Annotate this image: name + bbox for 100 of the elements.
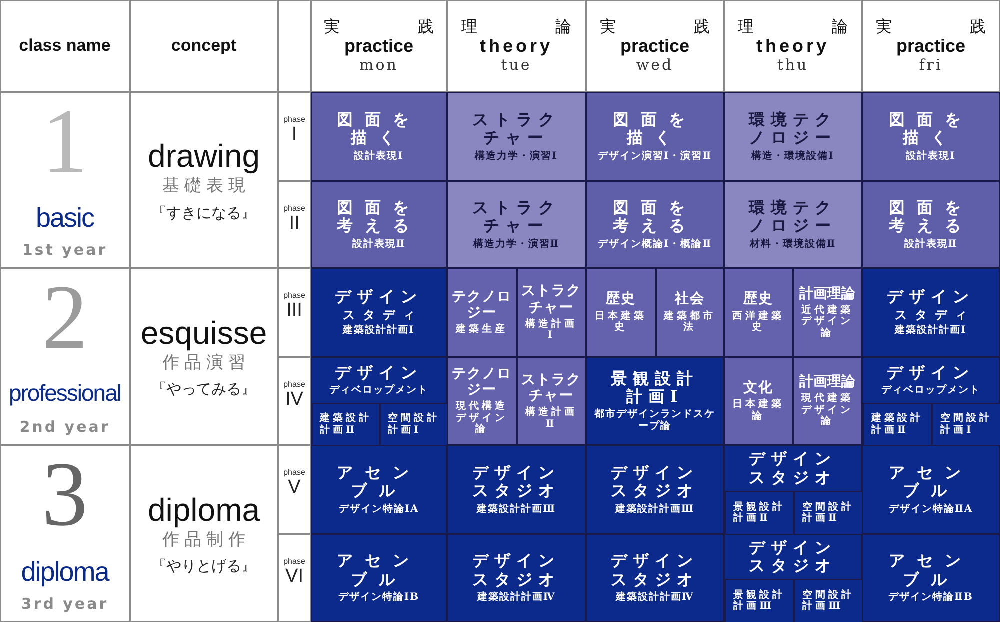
course-title: テクノロジー bbox=[451, 366, 513, 398]
concept-japanese: 作品演習 bbox=[162, 354, 250, 374]
course-subtitle: 現代建築デザイン論 bbox=[800, 393, 854, 428]
course-title: 文化 bbox=[742, 380, 774, 396]
course-title: 空間設計計画Ⅰ bbox=[940, 413, 992, 436]
course-title: 歴史 bbox=[605, 291, 637, 308]
phase-cell bbox=[278, 268, 311, 357]
course-cell bbox=[311, 445, 447, 534]
course-subtitle: 材料・環境設備Ⅱ bbox=[748, 238, 838, 250]
year-numeral: 2 bbox=[41, 271, 89, 363]
course-subtitle: 設計表現Ⅱ bbox=[351, 238, 407, 250]
course-subtitle: 建築設計計画Ⅳ bbox=[476, 592, 557, 604]
concept-motto: 『やってみる』 bbox=[152, 381, 256, 398]
year-numeral: 3 bbox=[41, 448, 89, 540]
course-subtitle: 建築設計計画Ⅳ bbox=[614, 592, 696, 604]
class-name: basic bbox=[34, 203, 96, 234]
course-subtitle: 構造計画Ⅰ bbox=[524, 318, 578, 342]
day-japanese: 理論 bbox=[462, 18, 572, 36]
course-title: ストラクチャー bbox=[472, 198, 562, 236]
concept-title: drawing bbox=[148, 138, 260, 175]
course-subtitle: デザイン特論ⅠB bbox=[337, 592, 421, 604]
phase-label: phase bbox=[284, 291, 306, 300]
phase-label: phase bbox=[284, 468, 306, 478]
course-cell bbox=[586, 92, 724, 181]
day-japanese: 理論 bbox=[738, 18, 848, 36]
phase-cell bbox=[278, 357, 311, 445]
course-title: ストラクチャー bbox=[520, 372, 582, 404]
course-cell bbox=[863, 403, 932, 446]
year-label: 1st year bbox=[21, 242, 109, 259]
course-subtitle: 構造力学・演習Ⅱ bbox=[472, 238, 561, 250]
day-header-cell bbox=[311, 0, 447, 92]
course-subtitle: 設計表現Ⅰ bbox=[352, 150, 405, 162]
course-title: 図面を描く bbox=[612, 110, 698, 148]
course-cell bbox=[312, 403, 380, 446]
year-numeral: 1 bbox=[41, 95, 89, 187]
course-title: アセンブル bbox=[336, 464, 422, 501]
course-cell bbox=[447, 445, 586, 534]
course-cell bbox=[311, 357, 447, 445]
course-subtitle: デザイン概論Ⅰ・概論Ⅱ bbox=[596, 238, 714, 250]
course-cell bbox=[725, 491, 794, 535]
course-title: アセンブル bbox=[888, 552, 974, 590]
course-subtitle: デザイン特論ⅡB bbox=[888, 592, 974, 604]
course-title: 環境テクノロジー bbox=[748, 198, 838, 236]
day-name: thu bbox=[777, 56, 809, 74]
course-cell bbox=[862, 268, 1000, 357]
course-cell bbox=[517, 357, 586, 445]
course-cell bbox=[517, 268, 586, 357]
day-header-cell bbox=[862, 0, 1000, 92]
course-subtitle: 建築設計計画Ⅰ bbox=[894, 325, 968, 337]
course-subtitle: 建築設計計画Ⅲ bbox=[476, 504, 558, 516]
course-cell bbox=[311, 92, 447, 181]
course-cell bbox=[794, 579, 863, 622]
course-cell bbox=[656, 268, 724, 357]
day-japanese: 実践 bbox=[600, 18, 710, 36]
course-cell bbox=[862, 534, 1000, 622]
concept-japanese: 作品制作 bbox=[162, 530, 250, 550]
course-title: デザイン bbox=[334, 364, 424, 382]
course-subtitle: 建築設計計画Ⅲ bbox=[614, 504, 696, 516]
course-title: デザインスタジオ bbox=[748, 450, 838, 487]
day-japanese: 実践 bbox=[876, 18, 986, 36]
course-title: テクノロジー bbox=[451, 289, 513, 322]
year-label: 3rd year bbox=[20, 596, 110, 613]
course-title: デザインスタジオ bbox=[472, 552, 562, 590]
phase-numeral: V bbox=[288, 477, 301, 500]
course-subtitle: 都市デザインランドスケープ論 bbox=[594, 409, 716, 432]
year-cell bbox=[0, 92, 130, 268]
course-title: アセンブル bbox=[888, 464, 974, 501]
course-title: デザイン bbox=[886, 364, 976, 382]
concept-cell bbox=[130, 268, 278, 445]
course-cell bbox=[794, 491, 863, 535]
course-subtitle: スタディ bbox=[343, 308, 423, 322]
course-title: 空間設計計画Ⅱ bbox=[802, 502, 854, 524]
course-subtitle: デザイン演習Ⅰ・演習Ⅱ bbox=[596, 150, 714, 162]
concept-title: diploma bbox=[148, 492, 260, 528]
course-title: 図面を考える bbox=[612, 198, 698, 236]
day-type: practice bbox=[620, 36, 690, 57]
concept-cell bbox=[130, 445, 278, 622]
phase-label: phase bbox=[284, 557, 306, 566]
course-title: 環境テクノロジー bbox=[748, 110, 838, 148]
phase-cell bbox=[278, 445, 311, 534]
phase-numeral: II bbox=[289, 213, 300, 236]
course-title: デザインスタジオ bbox=[610, 464, 700, 501]
course-cell bbox=[724, 445, 862, 534]
course-cell bbox=[724, 92, 862, 181]
course-title: 図面を考える bbox=[888, 198, 974, 236]
concept-motto: 『やりとげる』 bbox=[152, 558, 256, 576]
phase-label: phase bbox=[284, 380, 306, 390]
course-title: 空間設計計画Ⅰ bbox=[388, 413, 440, 436]
course-cell bbox=[447, 534, 586, 622]
day-name: fri bbox=[919, 56, 943, 74]
day-name: wed bbox=[636, 56, 674, 74]
course-title: 空間設計計画Ⅲ bbox=[802, 590, 854, 612]
course-subtitle: ディベロップメント bbox=[880, 385, 982, 397]
course-cell bbox=[586, 534, 724, 622]
column-heading: class name bbox=[19, 36, 111, 56]
course-subtitle: 構造力学・演習Ⅰ bbox=[474, 150, 559, 162]
course-title: デザイン bbox=[334, 288, 424, 307]
course-subtitle: 日本建築論 bbox=[732, 399, 786, 422]
year-label: 2nd year bbox=[18, 418, 112, 436]
course-subtitle: 建築設計計画Ⅰ bbox=[342, 325, 416, 337]
